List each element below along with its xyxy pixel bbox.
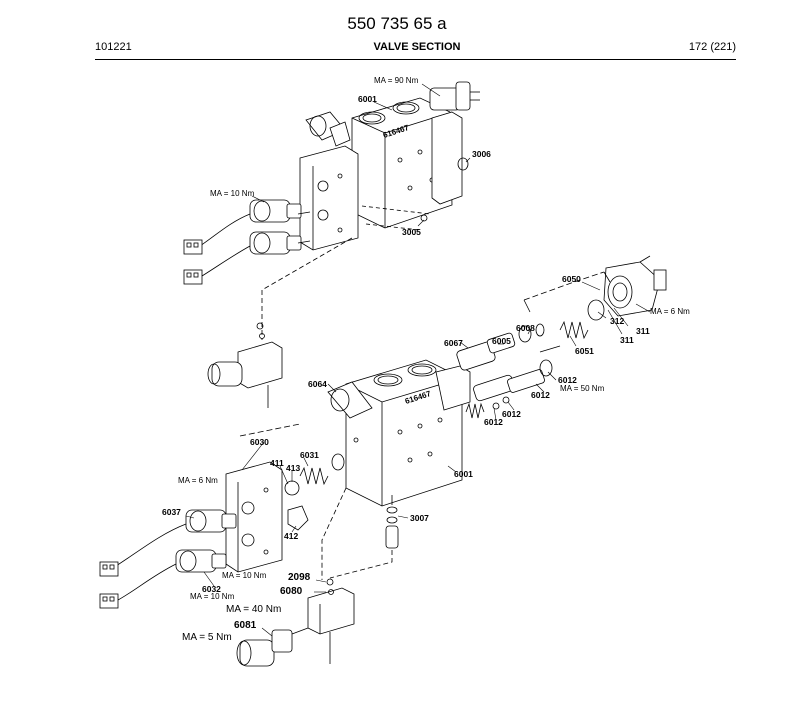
page-reference: 172 (221) xyxy=(688,41,736,53)
callout-311-a: 311 xyxy=(636,326,650,336)
callout-6012-b: 6012 xyxy=(531,390,550,400)
top-solenoid-pair xyxy=(183,199,311,285)
callout-3005: 3005 xyxy=(402,227,421,237)
callout-6037: 6037 xyxy=(162,507,181,517)
callout-6005: 6005 xyxy=(492,336,511,346)
torque-10nm-mid: MA = 10 Nm xyxy=(222,571,267,580)
callout-6001-top: 6001 xyxy=(358,94,377,104)
callout-6012-d: 6012 xyxy=(484,417,503,427)
callout-6067: 6067 xyxy=(444,338,463,348)
callout-6064: 6064 xyxy=(308,379,327,389)
callout-413: 413 xyxy=(286,463,300,473)
callout-6080: 6080 xyxy=(280,586,303,597)
callout-6030: 6030 xyxy=(250,437,269,447)
callout-2098: 2098 xyxy=(288,572,311,583)
callout-6012-a: 6012 xyxy=(558,375,577,385)
torque-6nm-right: MA = 6 Nm xyxy=(650,307,690,316)
header-rule xyxy=(95,59,736,60)
document-code: 101221 xyxy=(95,41,132,53)
callout-6050: 6050 xyxy=(562,274,581,284)
torque-5nm: MA = 5 Nm xyxy=(182,632,232,643)
torque-10nm-top: MA = 10 Nm xyxy=(210,189,255,198)
callout-311-b: 311 xyxy=(620,335,634,345)
mid-left-plate xyxy=(225,423,345,573)
callout-3007: 3007 xyxy=(410,513,429,523)
torque-90nm: MA = 90 Nm xyxy=(374,76,419,85)
callout-6032: 6032 xyxy=(202,584,221,594)
leader-lines xyxy=(185,83,651,637)
document-number: 550 735 65 a xyxy=(347,14,447,33)
callout-6031: 6031 xyxy=(300,450,319,460)
section-title: VALVE SECTION xyxy=(373,41,461,53)
callout-6012-c: 6012 xyxy=(502,409,521,419)
torque-40nm: MA = 40 Nm xyxy=(226,604,281,615)
pump-assembly xyxy=(523,255,667,317)
callout-6081: 6081 xyxy=(234,620,257,631)
torque-10nm-low: MA = 10 Nm xyxy=(190,592,235,601)
pilot-valve-left xyxy=(207,322,283,408)
callout-312: 312 xyxy=(610,316,624,326)
callout-6001-mid: 6001 xyxy=(454,469,473,479)
top-valve-block xyxy=(299,81,480,251)
torque-6nm-left: MA = 6 Nm xyxy=(178,476,218,485)
mid-solenoid-pair xyxy=(99,509,237,609)
callout-411: 411 xyxy=(270,458,284,468)
callout-412: 412 xyxy=(284,531,298,541)
torque-50nm: MA = 50 Nm xyxy=(560,384,605,393)
callout-6051: 6051 xyxy=(575,346,594,356)
relief-valve-stack xyxy=(456,299,605,419)
callout-6008: 6008 xyxy=(516,323,535,333)
callout-3006: 3006 xyxy=(472,149,491,159)
mid-valve-block xyxy=(327,359,471,549)
pilot-valve-bottom xyxy=(236,578,355,667)
